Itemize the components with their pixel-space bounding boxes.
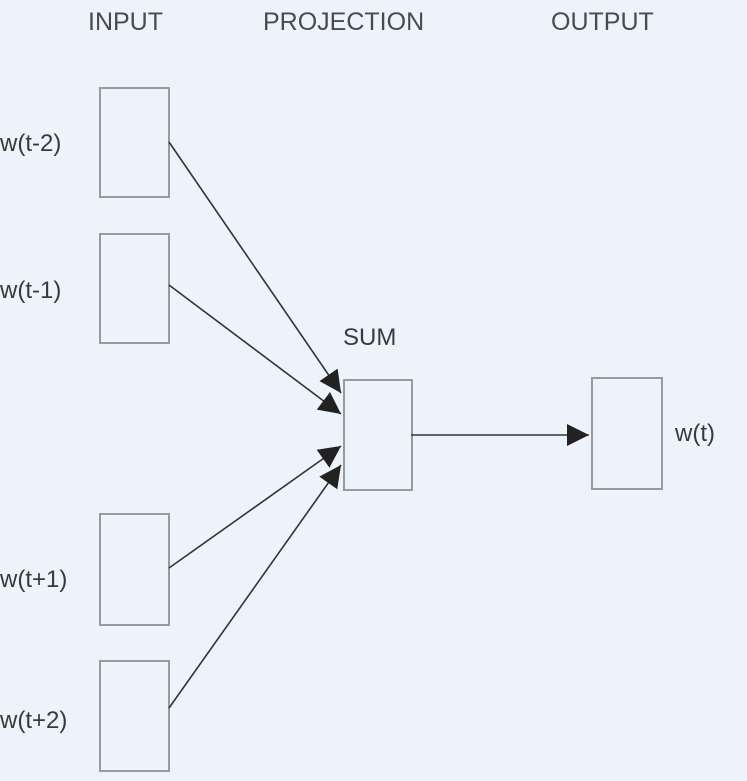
input-label: w(t-1) [0,277,62,304]
input-label: w(t+2) [0,707,68,734]
input-label: w(t-2) [0,130,62,157]
projection-label: SUM [343,324,397,351]
header-input: INPUT [88,8,163,36]
header-projection: PROJECTION [263,8,425,36]
arrow-edge [168,141,342,394]
arrow-edge [168,445,342,569]
output-label: w(t) [675,420,715,447]
output-node [591,377,663,490]
arrow-edge [168,284,342,415]
arrow-edge [168,464,342,709]
input-node [99,660,170,772]
header-output: OUTPUT [551,8,654,36]
input-node [99,513,170,626]
input-node [99,233,170,344]
input-label: w(t+1) [0,566,68,593]
